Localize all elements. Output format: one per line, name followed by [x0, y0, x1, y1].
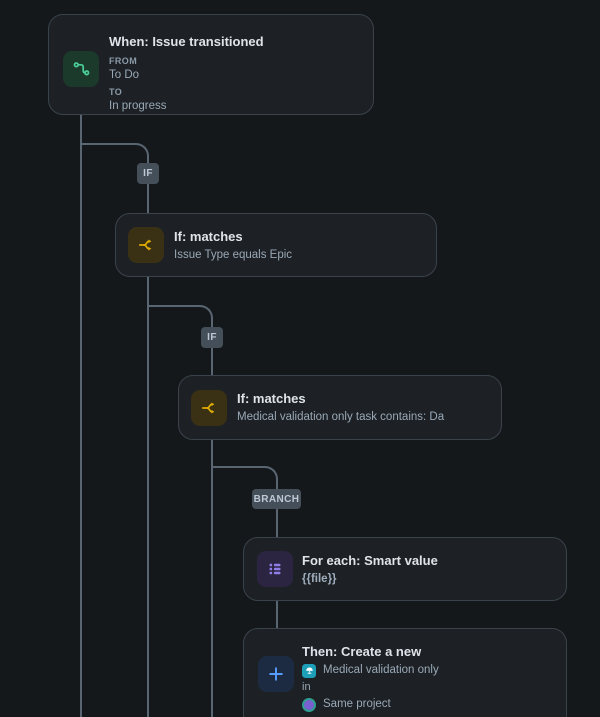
branch-badge: BRANCH	[252, 489, 301, 509]
connector-line	[211, 347, 213, 375]
bullet-list-icon	[257, 551, 293, 587]
connector-line	[147, 277, 149, 717]
project-avatar	[302, 697, 316, 712]
condition-summary: Issue Type equals Epic	[174, 249, 293, 261]
connector-line	[211, 440, 213, 717]
trigger-card[interactable]: When: Issue transitioned FROM To Do TO I…	[48, 14, 374, 115]
connector-elbow	[211, 466, 278, 491]
to-label: TO	[109, 87, 123, 97]
action-title: Then: Create a new	[302, 644, 422, 659]
connector-line	[276, 507, 278, 537]
branch-split-icon	[191, 390, 227, 426]
from-value: To Do	[109, 69, 140, 81]
connector-line	[147, 183, 149, 213]
condition-title: If: matches	[237, 391, 306, 406]
connector-elbow	[80, 143, 149, 167]
if-badge: IF	[137, 163, 159, 184]
from-label: FROM	[109, 56, 138, 66]
for-each-card[interactable]: For each: Smart value {{file}}	[243, 537, 567, 601]
if-badge: IF	[201, 327, 223, 348]
to-value: In progress	[109, 100, 167, 112]
project-scope-value: Same project	[323, 698, 391, 710]
connector-line	[276, 601, 278, 628]
condition-card-epic[interactable]: If: matches Issue Type equals Epic	[115, 213, 437, 277]
for-each-title: For each: Smart value	[302, 553, 438, 568]
smart-value: {{file}}	[302, 573, 337, 585]
issue-type-value: Medical validation only	[323, 664, 439, 676]
plus-icon	[258, 656, 294, 692]
condition-card-medical[interactable]: If: matches Medical validation only task…	[178, 375, 502, 440]
condition-title: If: matches	[174, 229, 243, 244]
connector-line	[80, 115, 82, 717]
preposition-label: in	[302, 681, 311, 693]
connector-elbow	[147, 305, 213, 330]
branch-split-icon	[128, 227, 164, 263]
trigger-title: When: Issue transitioned	[109, 34, 264, 49]
issue-transition-icon	[63, 51, 99, 87]
create-action-card[interactable]: Then: Create a new Medical validation on…	[243, 628, 567, 717]
issue-type-icon	[302, 663, 316, 678]
condition-summary: Medical validation only task contains: D…	[237, 411, 445, 423]
